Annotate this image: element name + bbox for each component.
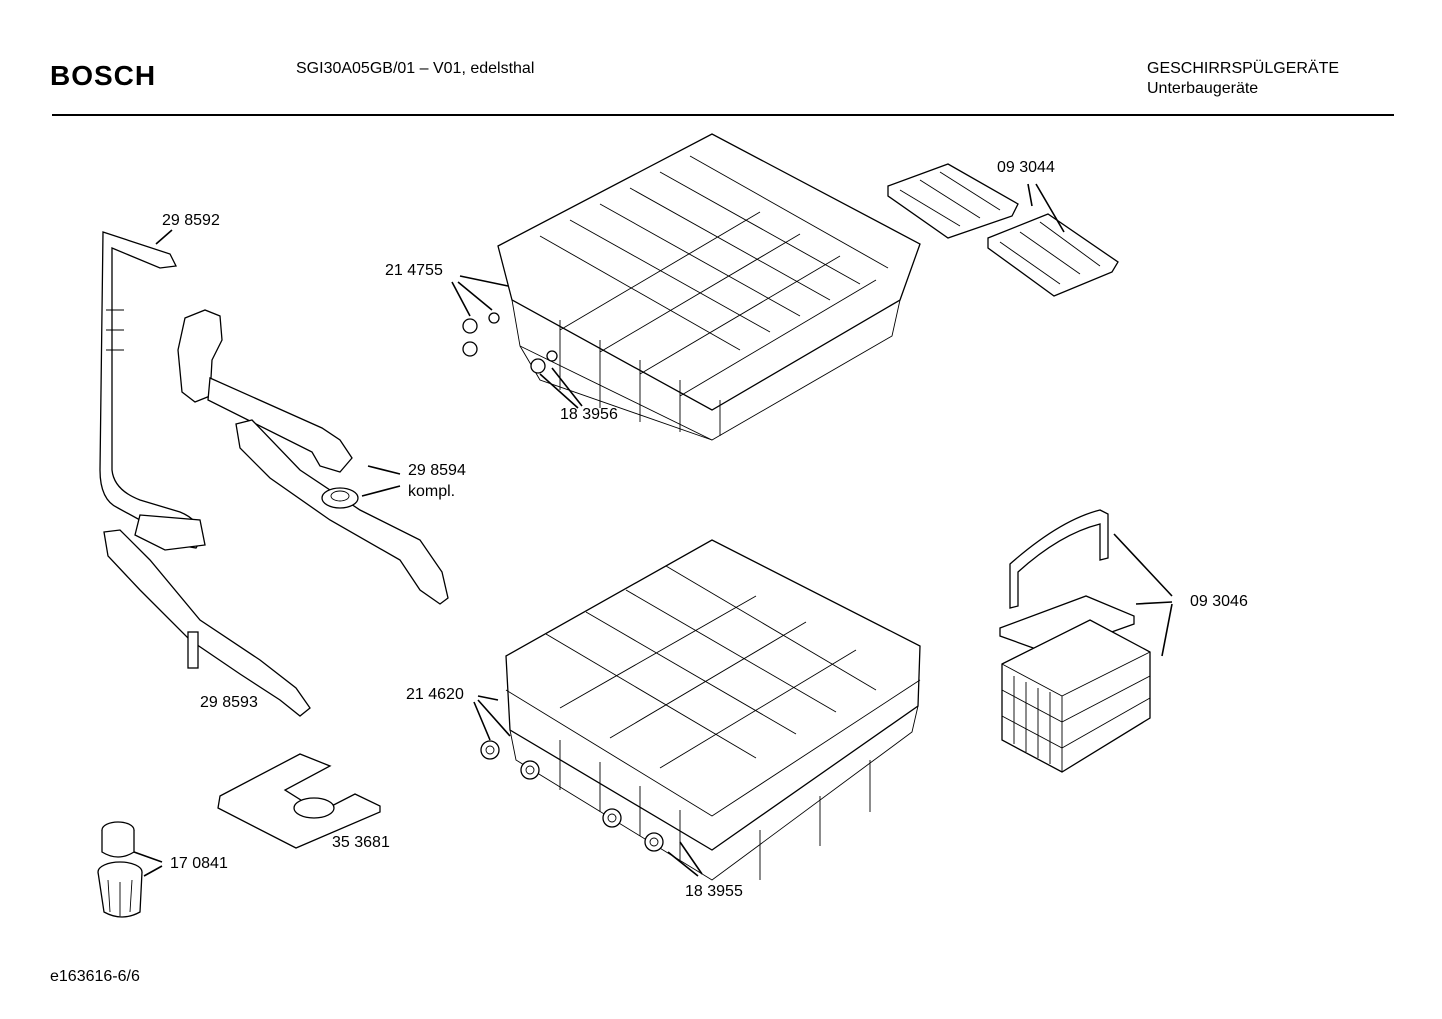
part-label-353681: 35 3681 — [332, 834, 390, 851]
part-label-183955: 18 3955 — [685, 883, 743, 900]
category-subtitle: Unterbaugeräte — [1147, 80, 1259, 97]
category-title: GESCHIRRSPÜLGERÄTE — [1147, 60, 1340, 77]
spray-arm-lower — [103, 529, 311, 717]
header-divider — [52, 114, 1394, 116]
cutlery-basket — [999, 509, 1151, 773]
spray-arm-upper — [235, 419, 449, 605]
part-label-214755: 21 4755 — [385, 262, 443, 279]
filter-plate — [217, 753, 381, 849]
lower-basket-rollers — [480, 740, 664, 852]
model-title: SGI30A05GB/01 – V01, edelsthal — [296, 60, 535, 77]
part-label-298594: 29 8594 — [408, 462, 466, 479]
brand-logo: BOSCH — [50, 60, 157, 91]
part-label-183956: 18 3956 — [560, 406, 618, 423]
micro-filter — [97, 821, 143, 918]
upper-basket-rollers — [462, 312, 558, 374]
part-label-093044: 09 3044 — [997, 159, 1055, 176]
part-label-093046: 09 3046 — [1190, 593, 1248, 610]
leader-lines — [133, 183, 1173, 877]
part-label-214620: 21 4620 — [406, 686, 464, 703]
part-label-170841: 17 0841 — [170, 855, 228, 872]
part-label-298594-note: kompl. — [408, 483, 456, 500]
drawing-id: e163616-6/6 — [50, 968, 140, 985]
part-label-298593: 29 8593 — [200, 694, 258, 711]
lower-basket — [505, 539, 921, 881]
spray-pipe-riser — [99, 231, 206, 551]
upper-basket — [497, 133, 921, 441]
spray-connector-upper — [177, 309, 353, 473]
shelf-inserts — [887, 163, 1119, 297]
part-label-298592: 29 8592 — [162, 212, 220, 229]
